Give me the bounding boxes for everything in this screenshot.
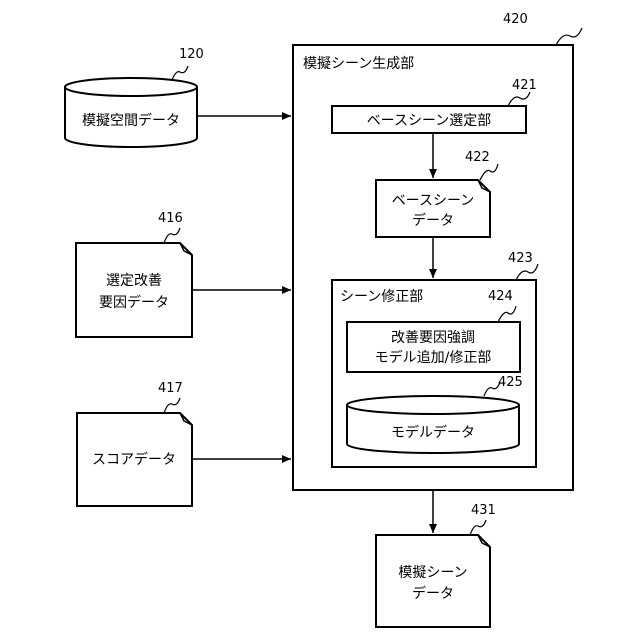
- base-scene-data-doc: ベースシーン データ: [376, 180, 490, 237]
- output-scene-line2: データ: [412, 585, 454, 602]
- base-scene-data-line2: データ: [412, 212, 454, 229]
- improve-model-line1: 改善要因強調: [391, 330, 475, 346]
- output-scene-leader: [470, 520, 486, 535]
- score-data-ref: 417: [158, 381, 183, 396]
- improve-model-ref: 424: [488, 289, 513, 304]
- output-scene-ref: 431: [471, 503, 496, 518]
- selected-factor-ref: 416: [158, 211, 183, 226]
- model-data-ref: 425: [498, 375, 523, 390]
- model-data-label: モデルデータ: [391, 424, 475, 441]
- scene-modify-label: シーン修正部: [340, 289, 423, 305]
- improve-model-line2: モデル追加/修正部: [375, 349, 492, 366]
- output-scene-line1: 模擬シーン: [398, 565, 467, 581]
- selected-factor-data-doc: 選定改善 要因データ: [76, 243, 192, 337]
- score-data-label: スコアデータ: [92, 451, 176, 468]
- score-data-doc: スコアデータ: [77, 413, 192, 506]
- base-scene-select-label: ベースシーン選定部: [367, 113, 492, 129]
- base-scene-data-line1: ベースシーン: [392, 193, 475, 209]
- base-scene-data-ref: 422: [465, 150, 490, 165]
- selected-factor-line1: 選定改善: [106, 273, 162, 289]
- improve-model-block: 改善要因強調 モデル追加/修正部: [347, 322, 520, 372]
- base-scene-select-block: ベースシーン選定部: [332, 106, 526, 133]
- sim-space-data-label: 模擬空間データ: [82, 112, 180, 129]
- sim-space-data-cylinder: 模擬空間データ: [65, 78, 197, 147]
- score-data-leader: [164, 398, 180, 413]
- selected-factor-leader: [164, 228, 180, 243]
- model-data-cylinder: モデルデータ: [347, 396, 519, 453]
- selected-factor-line2: 要因データ: [99, 294, 169, 311]
- scene-modify-ref: 423: [508, 251, 533, 266]
- generator-label: 模擬シーン生成部: [303, 56, 414, 72]
- base-scene-select-ref: 421: [512, 78, 537, 93]
- sim-space-data-leader: [172, 66, 188, 80]
- generator-ref: 420: [503, 12, 528, 27]
- sim-space-data-ref: 120: [179, 47, 204, 62]
- generator-leader: [556, 28, 582, 45]
- output-scene-data-doc: 模擬シーン データ: [376, 535, 490, 627]
